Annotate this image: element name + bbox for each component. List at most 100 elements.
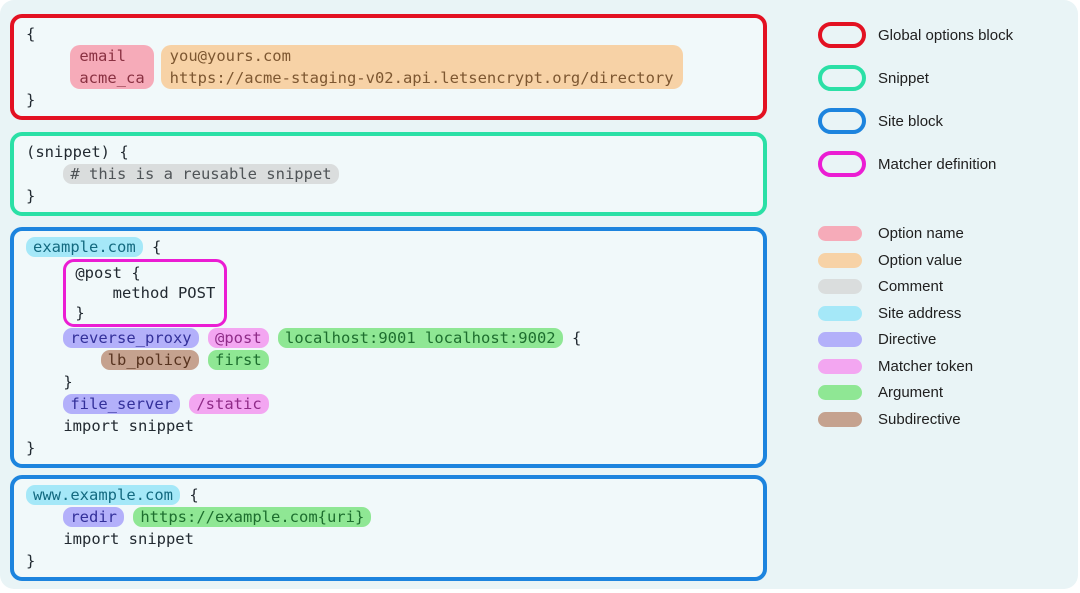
block-outline-swatch <box>818 22 866 48</box>
code-text: { <box>26 25 36 43</box>
snippet-block: (snippet) { # this is a reusable snippet… <box>10 132 767 216</box>
legend-item-option-value: Option value <box>818 252 1013 269</box>
matcher-definition-box: @post { method POST} <box>63 259 228 327</box>
legend-item-matcher-token: Matcher token <box>818 358 1013 375</box>
code-line: } <box>26 89 753 111</box>
code-text <box>199 351 208 369</box>
token-argument: localhost:9001 localhost:9002 <box>278 328 563 348</box>
code-text: { <box>142 238 162 256</box>
code-line: www.example.com { <box>26 484 753 506</box>
code-text <box>26 260 63 278</box>
code-line: redir https://example.com{uri} <box>26 506 753 528</box>
code-line: lb_policy first <box>26 349 753 371</box>
legend-label: Directive <box>878 331 937 348</box>
legend-label: Option value <box>878 251 963 269</box>
block-outline-swatch <box>818 65 866 91</box>
token-fill-swatch <box>818 358 862 374</box>
legend-label: Matcher token <box>878 357 974 375</box>
token-directive: file_server <box>63 394 180 414</box>
code-line: } <box>75 303 215 323</box>
legend-item-option-name: Option name <box>818 225 1013 242</box>
legend-label: Matcher definition <box>878 155 997 173</box>
code-text: import snippet <box>26 530 194 548</box>
block-outline-swatch <box>818 151 866 177</box>
token-site-address: example.com <box>26 237 143 257</box>
legend-label: Site block <box>878 112 944 130</box>
code-text: } <box>26 439 36 457</box>
code-line: file_server /static <box>26 393 753 415</box>
code-text <box>180 395 189 413</box>
code-line: { <box>26 23 753 45</box>
legend-item-subdirective: Subdirective <box>818 411 1013 428</box>
code-text: } <box>26 187 36 205</box>
code-text: { <box>562 329 582 347</box>
token-directive: reverse_proxy <box>63 328 199 348</box>
token-fill-swatch <box>818 305 862 321</box>
token-matcher-token: @post <box>208 328 269 348</box>
token-fill-swatch <box>818 385 862 400</box>
code-line: reverse_proxy @post localhost:9001 local… <box>26 327 753 349</box>
code-line: } <box>26 185 753 207</box>
legend-item-directive: Directive <box>818 331 1013 348</box>
matcher-definition-row: @post { method POST} <box>26 258 753 327</box>
token-subdirective: lb_policy <box>100 350 199 370</box>
token-argument: first <box>208 350 269 370</box>
legend-label: Comment <box>878 278 944 295</box>
site-block: www.example.com { redir https://example.… <box>10 475 767 581</box>
code-text: } <box>26 373 73 391</box>
code-line: } <box>26 371 753 393</box>
legend-label: Global options block <box>878 26 1014 44</box>
code-text <box>26 508 63 526</box>
block-outline-swatch <box>818 108 866 134</box>
code-text <box>124 508 133 526</box>
code-line: method POST <box>75 283 216 303</box>
token-fill-swatch <box>818 252 862 268</box>
token-fill-swatch <box>818 332 862 347</box>
code-text <box>26 329 63 347</box>
token-argument: https://example.com{uri} <box>133 507 372 527</box>
token-matcher-token: /static <box>189 394 269 414</box>
code-text <box>26 45 63 89</box>
code-line: (snippet) { <box>26 141 753 163</box>
code-text: } <box>75 304 85 322</box>
code-text: (snippet) { <box>26 143 129 161</box>
code-line: example.com { <box>26 236 753 258</box>
legend-label: Site address <box>878 304 962 322</box>
code-text: } <box>26 91 36 109</box>
token-directive: redir <box>63 507 124 527</box>
code-line: import snippet <box>26 528 753 550</box>
legend-label: Argument <box>878 384 944 401</box>
code-text: @post { <box>75 264 141 282</box>
legend-item-site-block: Site block <box>818 108 1013 134</box>
code-line: } <box>26 437 753 459</box>
token-fill-swatch <box>818 411 862 427</box>
legend-item-argument: Argument <box>818 384 1013 401</box>
code-text <box>26 395 63 413</box>
legend-label: Option name <box>878 225 964 242</box>
option-value-pill: you@yours.com https://acme-staging-v02.a… <box>160 45 683 89</box>
token-site-address: www.example.com <box>26 485 180 505</box>
legend-item-site-address: Site address <box>818 305 1013 322</box>
legend-label: Snippet <box>878 69 929 87</box>
code-line: # this is a reusable snippet <box>26 163 753 185</box>
token-fill-swatch <box>818 279 862 294</box>
legend-item-global-options-block: Global options block <box>818 22 1013 48</box>
legend-item-comment: Comment <box>818 278 1013 295</box>
code-line: @post { <box>75 263 215 283</box>
option-name-pill: email acme_ca <box>70 45 154 89</box>
code-text <box>269 329 278 347</box>
code-text: { <box>179 486 199 504</box>
code-line: import snippet <box>26 415 753 437</box>
code-line: } <box>26 550 753 572</box>
legend-label: Subdirective <box>878 410 961 428</box>
code-text: import snippet <box>26 417 194 435</box>
code-text <box>26 165 63 183</box>
code-text: } <box>26 552 36 570</box>
legend-item-snippet: Snippet <box>818 65 1013 91</box>
legend-item-matcher-definition: Matcher definition <box>818 151 1013 177</box>
